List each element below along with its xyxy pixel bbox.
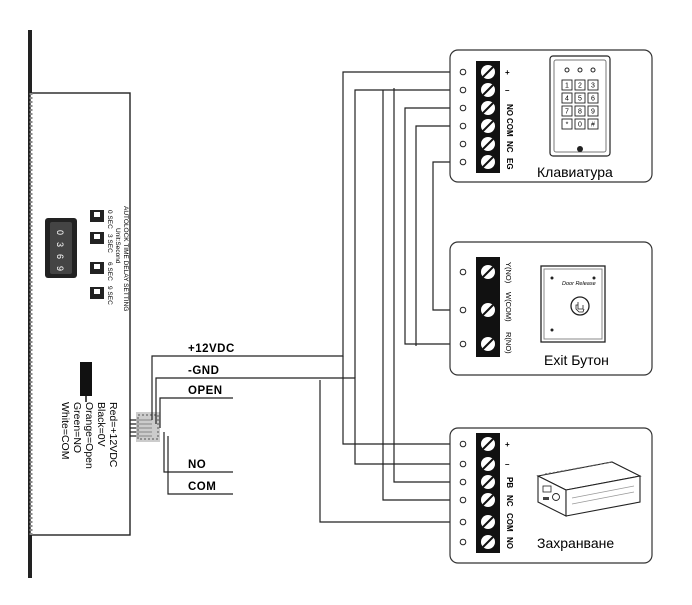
keypad-device: + – NO COM NC EG 1 2 3 4 5 6 7 8 9 * 0 # Клавиатура	[449, 49, 653, 183]
power-supply-device: + – PB NC COM NO Захранване	[449, 427, 653, 564]
keypad-key-label: 0	[578, 122, 582, 129]
svg-text:Red=+12VDC: Red=+12VDC	[107, 402, 119, 468]
svg-text:Green=NO: Green=NO	[71, 402, 83, 453]
keypad-terminal-label: –	[505, 86, 510, 95]
power-terminal-label: NO	[505, 537, 514, 549]
signal-labels: +12VDC -GND OPEN NO COM	[188, 343, 235, 493]
svg-text:White=COM: White=COM	[59, 402, 71, 459]
power-supply-caption: Захранване	[537, 535, 614, 551]
svg-text:Black=0V: Black=0V	[95, 402, 107, 447]
keypad-key[interactable]	[561, 105, 573, 117]
dial-digit: 6	[55, 254, 65, 259]
dial-digit: 9	[55, 266, 65, 271]
keypad-terminal-label: NC	[505, 141, 514, 153]
dip-option: 6 SEC	[106, 262, 113, 281]
keypad-key[interactable]	[574, 105, 586, 117]
keypad-terminal-label: NO	[505, 104, 514, 116]
keypad-key-label: 5	[578, 96, 582, 103]
keypad-terminal-block	[476, 61, 500, 173]
dial-digit: 0	[55, 230, 65, 235]
keypad-key-label: 1	[565, 83, 569, 90]
exit-terminal-block	[476, 257, 500, 357]
power-supply-icon	[536, 461, 642, 517]
keypad-key-label: #	[591, 122, 595, 129]
keypad-terminal-label: +	[505, 68, 510, 77]
controller-unit: 0 3 6 9 AUTOLOCK TIME DELAY SETTING Unit…	[28, 30, 131, 578]
exit-button-device: Y(NO) W(COM) R(NO) Door Release Exit Бут…	[449, 241, 653, 376]
keypad-key-label: 9	[591, 109, 595, 116]
keypad-key-label: 8	[578, 109, 582, 116]
dip-option: 0 SEC	[106, 210, 113, 229]
keypad-caption: Клавиатура	[537, 164, 613, 180]
exit-button-caption: Exit Бутон	[544, 352, 609, 368]
keypad-key[interactable]	[574, 92, 586, 104]
dip-unit: Unit:Second	[114, 228, 121, 264]
delay-dial[interactable]: 0 3 6 9	[45, 218, 77, 278]
door-release-label: Door Release	[562, 281, 596, 287]
keypad-key-label: 4	[565, 96, 569, 103]
wire-com-link	[319, 380, 463, 523]
wire-keypad-com	[415, 125, 463, 346]
dip-option: 3 SEC	[106, 234, 113, 253]
power-terminal-label: +	[505, 440, 510, 449]
power-terminal-label: COM	[505, 513, 514, 532]
exit-terminal-label: R(NO)	[504, 332, 513, 354]
cable-connector	[80, 362, 92, 396]
wire-keypad-no	[404, 107, 463, 345]
power-terminal-block	[476, 433, 500, 553]
label-12vdc: +12VDC	[188, 343, 235, 355]
keypad-terminal-label: EG	[505, 158, 514, 170]
wire-keypad-eg	[432, 161, 463, 311]
keypad-key[interactable]	[587, 105, 599, 117]
keypad-key[interactable]	[561, 79, 573, 91]
keypad-key-label: 2	[578, 83, 582, 90]
keypad-key[interactable]	[587, 92, 599, 104]
keypad-keys: 1 2 3 4 5 6 7 8 9 * 0 #	[561, 79, 599, 130]
wire-no	[163, 432, 233, 473]
keypad-key-label: 3	[591, 83, 595, 90]
dip-option: 9 SEC	[106, 286, 113, 305]
keypad-key-label: 7	[565, 109, 569, 116]
wire-pb-link	[382, 90, 463, 501]
keypad-key[interactable]	[587, 79, 599, 91]
power-terminal-label: NC	[505, 495, 514, 507]
label-open: OPEN	[188, 385, 223, 397]
keypad-key-label: 6	[591, 96, 595, 103]
keypad-key[interactable]	[574, 79, 586, 91]
wire-color-legend: Red=+12VDC Black=0V Orange=Open Green=NO…	[59, 402, 119, 469]
keypad-key-label: *	[566, 122, 569, 129]
power-terminal-label: –	[505, 460, 510, 469]
controller-body	[29, 92, 131, 536]
label-no: NO	[188, 459, 206, 471]
keypad-key[interactable]	[561, 118, 573, 130]
wire-com	[167, 436, 233, 495]
wire-open	[159, 397, 233, 428]
svg-text:Orange=Open: Orange=Open	[83, 402, 95, 469]
exit-terminal-label: Y(NO)	[504, 262, 513, 284]
keypad-key[interactable]	[574, 118, 586, 130]
power-terminal-label: PB	[505, 477, 514, 488]
dip-switch-panel: AUTOLOCK TIME DELAY SETTING Unit:Second …	[90, 206, 129, 311]
exit-button-plate: Door Release	[540, 265, 606, 343]
keypad-key[interactable]	[587, 118, 599, 130]
label-gnd: -GND	[188, 365, 219, 377]
dial-digit: 3	[55, 242, 65, 247]
exit-terminal-label: W(COM)	[504, 292, 513, 322]
keypad-terminal-label: COM	[505, 118, 514, 137]
dip-title: AUTOLOCK TIME DELAY SETTING	[122, 206, 129, 311]
keypad-key[interactable]	[561, 92, 573, 104]
label-com: COM	[188, 481, 216, 493]
signal-wires	[151, 71, 463, 523]
exit-push-button[interactable]	[570, 296, 590, 316]
